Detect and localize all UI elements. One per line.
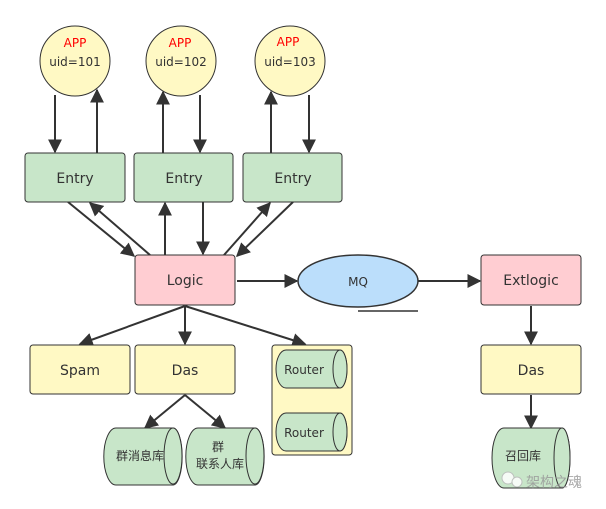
router-label: Router bbox=[284, 363, 324, 377]
das-node-left: Das bbox=[134, 344, 236, 395]
router-group: Router Router bbox=[271, 344, 353, 456]
entry-node-1: Entry bbox=[24, 152, 126, 203]
group-message-db: 群消息库 bbox=[103, 427, 183, 486]
app-node-3: APP uid=103 bbox=[254, 25, 326, 97]
extlogic-node: Extlogic bbox=[480, 254, 582, 306]
app-uid: uid=103 bbox=[264, 55, 316, 69]
app-title: APP bbox=[277, 35, 300, 49]
app-title: APP bbox=[64, 36, 87, 50]
router-node-1: Router bbox=[275, 349, 348, 389]
das-node-right: Das bbox=[480, 344, 582, 395]
app-node-1: APP uid=101 bbox=[39, 25, 111, 97]
app-uid: uid=101 bbox=[49, 55, 101, 69]
db-label-line1: 群 bbox=[212, 440, 224, 454]
logic-node: Logic bbox=[134, 254, 236, 306]
das-label: Das bbox=[518, 363, 545, 379]
db-label: 召回库 bbox=[505, 448, 541, 463]
db-label: 群消息库 bbox=[116, 448, 164, 463]
entry-label: Entry bbox=[56, 171, 93, 187]
mq-label: MQ bbox=[348, 275, 368, 289]
logic-label: Logic bbox=[167, 273, 204, 289]
mq-node: MQ bbox=[297, 254, 419, 312]
entry-label: Entry bbox=[274, 171, 311, 187]
app-title: APP bbox=[169, 36, 192, 50]
extlogic-label: Extlogic bbox=[503, 273, 559, 289]
app-uid: uid=102 bbox=[155, 55, 207, 69]
group-contact-db: 群 联系人库 bbox=[185, 427, 265, 486]
watermark-text: 架构之魂 bbox=[526, 475, 582, 491]
entry-node-2: Entry bbox=[133, 152, 234, 203]
entry-node-3: Entry bbox=[242, 152, 343, 203]
db-label-line2: 联系人库 bbox=[196, 456, 244, 471]
app-node-2: APP uid=102 bbox=[145, 25, 217, 97]
router-label: Router bbox=[284, 426, 324, 440]
spam-node: Spam bbox=[29, 344, 131, 395]
spam-label: Spam bbox=[60, 363, 100, 379]
watermark: 架构之魂 bbox=[501, 471, 582, 491]
das-label: Das bbox=[172, 363, 199, 379]
entry-label: Entry bbox=[165, 171, 202, 187]
router-node-2: Router bbox=[275, 412, 348, 452]
